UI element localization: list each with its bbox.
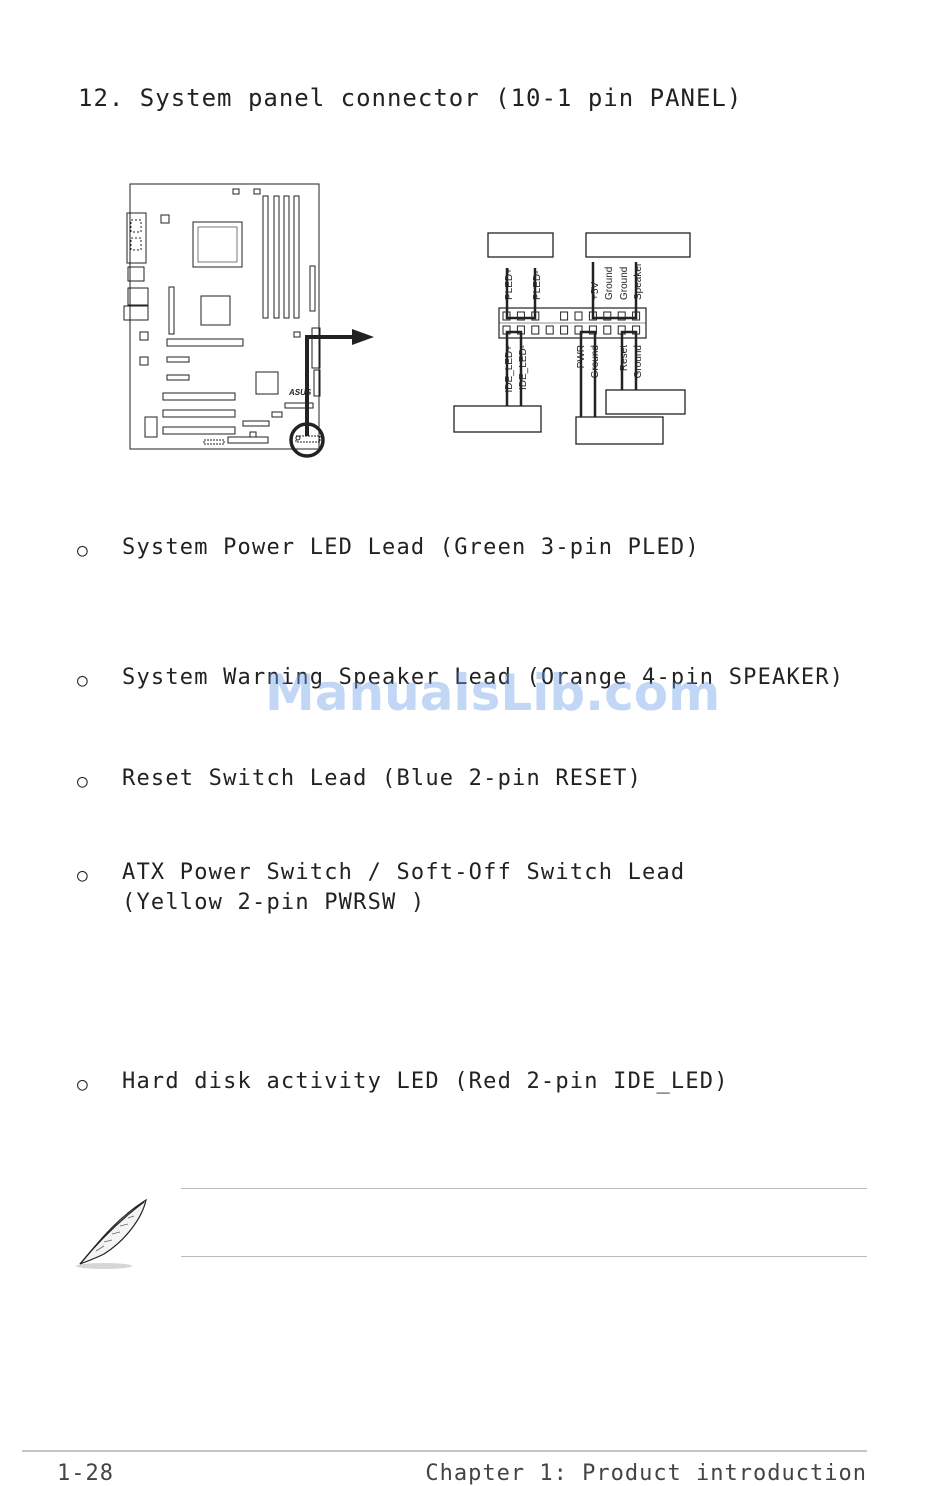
connector-pin [603, 311, 612, 321]
bullet-marker: ○ [77, 670, 88, 691]
pin-label-speaker: Speaker [633, 262, 644, 300]
motherboard-outline [129, 183, 320, 450]
note-top-rule [181, 1188, 867, 1189]
section-heading: 12. System panel connector (10-1 pin PAN… [78, 84, 743, 112]
bullet-power-switch: ATX Power Switch / Soft-Off Switch Lead … [122, 858, 685, 918]
pin-label-5v: +5V [590, 282, 601, 300]
pin-label-pled-minus: PLED- [532, 271, 543, 300]
connector-pin [531, 325, 540, 335]
pin-label-ideled-plus: IDE_LED+ [504, 345, 515, 393]
connector-pin [603, 325, 612, 335]
bullet-reset: Reset Switch Lead (Blue 2-pin RESET) [122, 764, 642, 794]
bullet-marker: ○ [77, 1074, 88, 1095]
connector-pin [516, 311, 525, 321]
bullet-hdd-led: Hard disk activity LED (Red 2-pin IDE_LE… [122, 1067, 729, 1097]
pin-label-ideled-minus: IDE_LED- [518, 345, 529, 390]
chapter-title: Chapter 1: Product introduction [425, 1461, 867, 1486]
page-number: 1-28 [57, 1461, 114, 1486]
connector-pin [560, 311, 569, 321]
pled-label-box [487, 232, 554, 258]
note-feather-icon [76, 1198, 147, 1269]
pin-label-reset: Reset [619, 345, 630, 371]
pwrsw-label-box [575, 416, 664, 445]
bullet-power-led: System Power LED Lead (Green 3-pin PLED) [122, 533, 700, 563]
connector-pin [574, 311, 583, 321]
panel-connector-diagram: ASUS PLED+ PLED- +5V Ground Ground Speak… [123, 183, 691, 458]
pin-label-pwr: PWR [576, 345, 587, 368]
pin-label-ground-top-2: Ground [619, 267, 630, 300]
connector-pin [617, 311, 626, 321]
note-bottom-rule [181, 1256, 867, 1257]
bullet-line-2: (Yellow 2-pin PWRSW ) [122, 890, 426, 915]
bullet-speaker: System Warning Speaker Lead (Orange 4-pi… [122, 663, 844, 693]
connector-pin [588, 325, 597, 335]
connector-pin [545, 325, 554, 335]
ideled-label-box [453, 405, 542, 433]
connector-pin [560, 325, 569, 335]
speaker-label-box [585, 232, 691, 258]
reset-label-box [605, 389, 686, 415]
footer-rule [22, 1450, 867, 1452]
pin-label-ground-bottom-1: Ground [590, 345, 601, 378]
pointer-line [305, 335, 354, 436]
bullet-line: System Power LED Lead (Green 3-pin PLED) [122, 535, 700, 560]
pin-label-pled-plus: PLED+ [504, 268, 515, 300]
bullet-line: System Warning Speaker Lead (Orange 4-pi… [122, 665, 845, 690]
pointer-arrowhead [352, 329, 374, 345]
bullet-marker: ○ [77, 771, 88, 792]
connector-pin [574, 325, 583, 335]
bullet-line: Hard disk activity LED (Red 2-pin IDE_LE… [122, 1069, 729, 1094]
pin-label-ground-top-1: Ground [604, 267, 615, 300]
bullet-line: ATX Power Switch / Soft-Off Switch Lead [122, 860, 686, 885]
bullet-marker: ○ [77, 540, 88, 561]
board-logo: ASUS [288, 388, 312, 397]
pin-label-ground-bottom-2: Ground [633, 345, 644, 378]
bullet-line: Reset Switch Lead (Blue 2-pin RESET) [122, 766, 643, 791]
bullet-marker: ○ [77, 865, 88, 886]
watermark: ManualsLib.com [265, 664, 721, 722]
